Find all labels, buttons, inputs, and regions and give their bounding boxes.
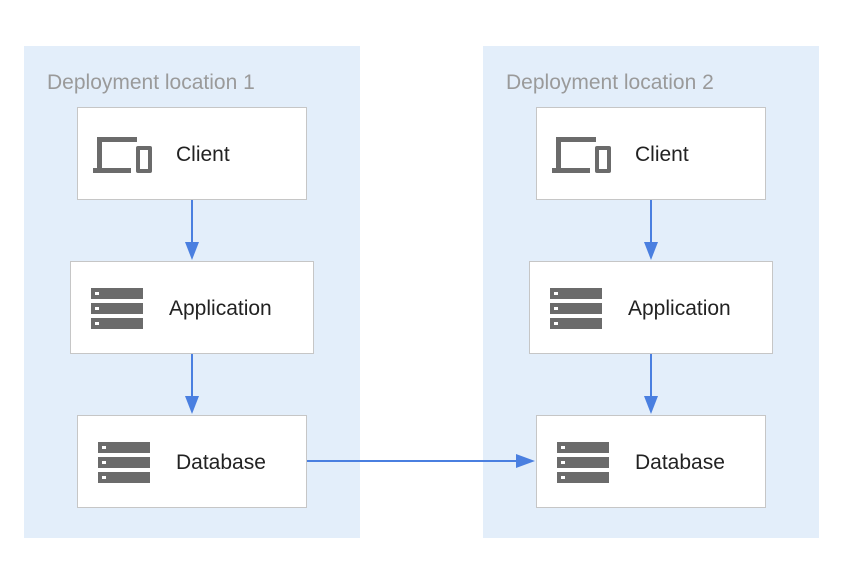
client-label: Client bbox=[635, 143, 689, 166]
devices-icon bbox=[552, 137, 611, 173]
client-node: Client bbox=[77, 107, 307, 200]
deployment-location-2-title: Deployment location 2 bbox=[506, 71, 714, 94]
application-label: Application bbox=[628, 297, 731, 320]
database-node: Database bbox=[536, 415, 766, 508]
server-icon bbox=[98, 442, 150, 483]
application-node: Application bbox=[529, 261, 773, 354]
application-node: Application bbox=[70, 261, 314, 354]
database-node: Database bbox=[77, 415, 307, 508]
client-node: Client bbox=[536, 107, 766, 200]
client-label: Client bbox=[176, 143, 230, 166]
application-label: Application bbox=[169, 297, 272, 320]
server-icon bbox=[557, 442, 609, 483]
database-label: Database bbox=[176, 451, 266, 474]
deployment-location-1-title: Deployment location 1 bbox=[47, 71, 255, 94]
server-icon bbox=[550, 288, 602, 329]
server-icon bbox=[91, 288, 143, 329]
database-label: Database bbox=[635, 451, 725, 474]
devices-icon bbox=[93, 137, 152, 173]
